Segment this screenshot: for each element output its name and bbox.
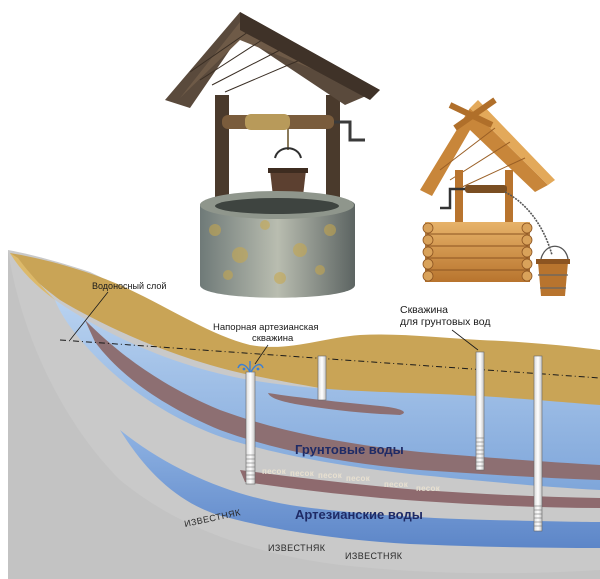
fountain-icon	[237, 361, 264, 373]
cross-section	[8, 250, 600, 579]
aquifer-label: Водоносный слой	[92, 281, 166, 291]
artesian-layer	[120, 430, 600, 548]
wells	[237, 351, 543, 532]
sand-layer	[240, 470, 600, 508]
groundwater-label: Грунтовые воды	[295, 442, 404, 457]
clay-layer	[85, 320, 600, 480]
sand-label: песок	[346, 474, 371, 483]
groundwater-layer	[55, 300, 600, 490]
sand-label: песок	[384, 480, 409, 489]
limestone-label: ИЗВЕСТНЯК	[268, 543, 326, 553]
shallow-well-pipe	[317, 355, 327, 401]
wooden-well	[420, 97, 570, 296]
deep-well-pipe	[533, 355, 543, 532]
sand-label: песок	[290, 469, 315, 478]
sand-label: песок	[416, 484, 441, 493]
sand-label: песок	[262, 467, 287, 476]
artesian-water-label: Артезианские воды	[295, 507, 423, 522]
limestone-label: ИЗВЕСТНЯК	[345, 551, 403, 561]
groundwater-well-label-1: Скважина	[400, 304, 448, 316]
water-table-line	[59, 339, 600, 379]
artesian-well-label-1: Напорная артезианская	[213, 322, 319, 333]
stone-well	[165, 12, 380, 298]
groundwater-well-pipe	[475, 351, 485, 471]
sand-label: песок	[318, 471, 343, 480]
topsoil-layer	[10, 253, 600, 430]
groundwater-well-label-2: для грунтовых вод	[400, 316, 490, 328]
sand-labels: песок песок песок песок песок песок	[262, 467, 441, 493]
leaders	[69, 291, 479, 365]
artesian-well-label-2: скважина	[252, 333, 294, 344]
